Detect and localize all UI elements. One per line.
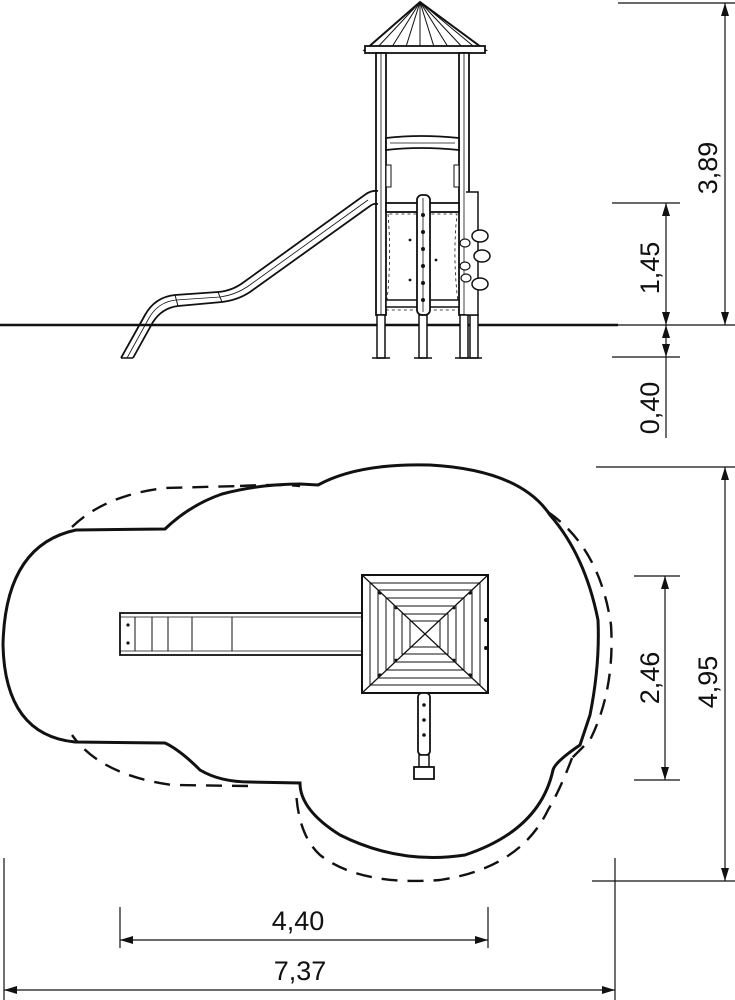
dim-area-depth: 4,95 bbox=[592, 466, 735, 882]
dim-area-length: 7,37 bbox=[3, 858, 616, 1000]
dim-area-length-label: 7,37 bbox=[274, 956, 327, 986]
dim-equipment-length: 4,40 bbox=[119, 906, 489, 948]
safety-zone-dashed-outline bbox=[71, 483, 613, 883]
climbing-holds bbox=[459, 191, 491, 316]
dim-platform-height-label: 1,45 bbox=[635, 242, 665, 295]
side-elevation-view: 3,89 1,45 0,40 bbox=[0, 0, 735, 438]
slide-plan bbox=[119, 612, 364, 656]
dim-platform-height: 1,45 bbox=[612, 202, 680, 325]
dim-equipment-length-label: 4,40 bbox=[272, 906, 325, 936]
tower-roof-plan bbox=[361, 574, 489, 694]
climbing-pole-plan bbox=[413, 692, 435, 780]
impact-area-outline bbox=[1, 463, 600, 859]
top-plan-view: 2,46 4,95 4,40 7,37 bbox=[1, 463, 735, 1000]
dim-tower-width: 2,46 bbox=[634, 575, 680, 781]
dim-foundation-depth: 0,40 bbox=[612, 325, 680, 438]
tower-railing bbox=[385, 135, 460, 188]
climbing-pole bbox=[408, 194, 438, 316]
dim-foundation-depth-label: 0,40 bbox=[635, 382, 665, 435]
dim-total-height: 3,89 bbox=[618, 2, 735, 326]
dim-area-depth-label: 4,95 bbox=[693, 656, 723, 709]
tower-posts bbox=[372, 52, 482, 359]
dim-total-height-label: 3,89 bbox=[693, 142, 723, 195]
dim-tower-width-label: 2,46 bbox=[635, 652, 665, 705]
slide bbox=[120, 189, 379, 359]
tower-roof bbox=[362, 0, 489, 54]
